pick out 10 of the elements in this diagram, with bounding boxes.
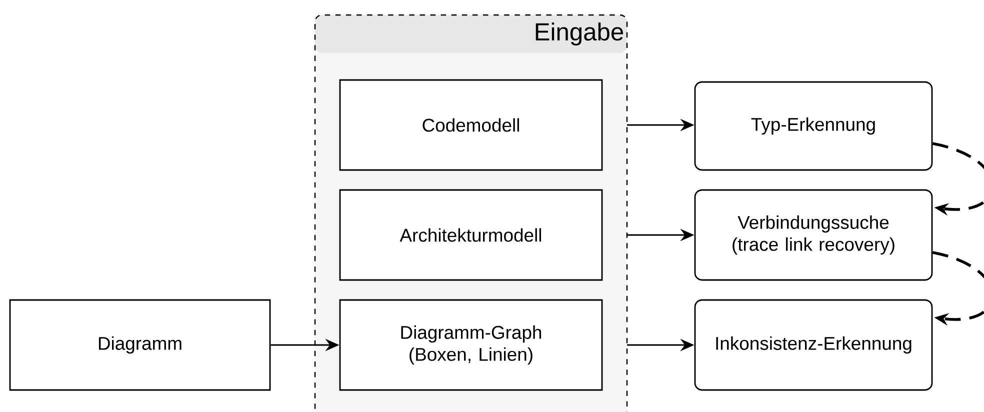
input-box: Architekturmodell	[339, 189, 603, 281]
process-box: Verbindungssuche (trace link recovery)	[694, 189, 933, 281]
process-box: Typ-Erkennung	[694, 81, 933, 171]
node-label: Eingabe	[536, 22, 624, 46]
input-box: Diagramm-Graph (Boxen, Linien)	[339, 299, 603, 391]
dashed-arrow	[932, 251, 984, 326]
process-box: Inkonsistenz-Erkennung	[694, 299, 933, 391]
input-box: Diagramm	[9, 299, 271, 391]
dashed-arrow	[932, 142, 984, 216]
input-box: Codemodell	[339, 79, 603, 171]
